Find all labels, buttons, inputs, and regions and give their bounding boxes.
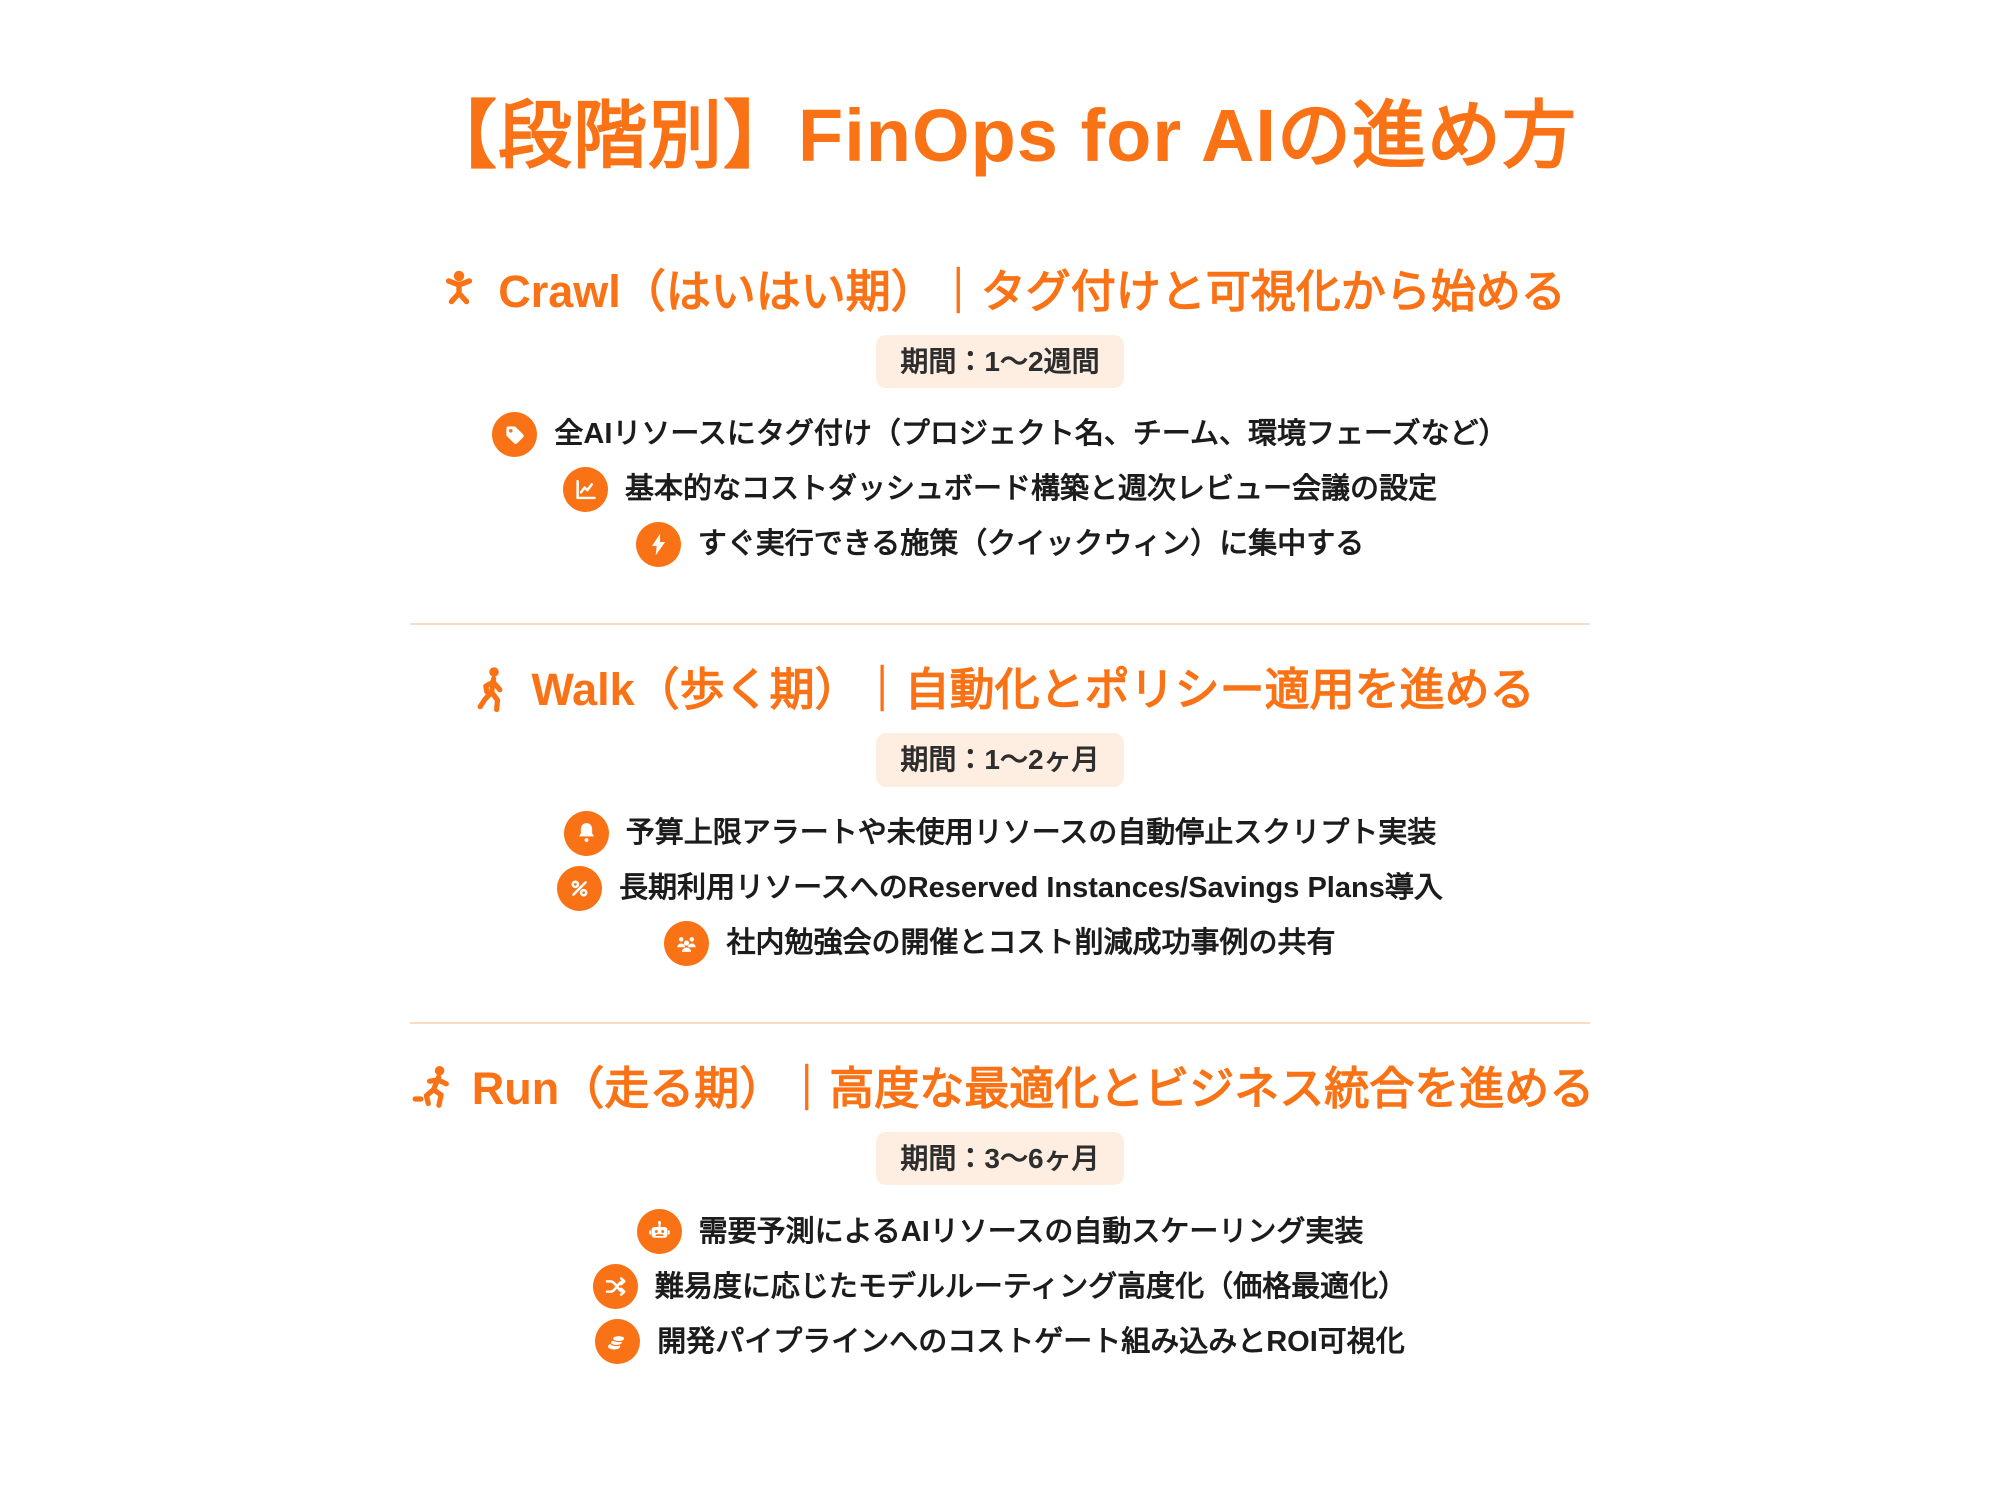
section-run: Run（走る期）｜高度な最適化とビジネス統合を進める 期間：3～6ヶ月 xyxy=(0,1062,2000,1365)
item-text: 開発パイプラインへのコストゲート組み込みとROI可視化 xyxy=(657,1325,1405,1358)
section-walk: Walk（歩く期）｜自動化とポリシー適用を進める 期間：1～2ヶ月 予算上限アラ… xyxy=(0,663,2000,966)
lightning-icon xyxy=(635,522,681,568)
period-badge-row: 期間：1～2ヶ月 xyxy=(0,717,2000,787)
walking-person-icon xyxy=(465,664,517,716)
list-item: 全AIリソースにタグ付け（プロジェクト名、チーム、環境フェーズなど） xyxy=(0,412,2000,458)
list-item: 基本的なコストダッシュボード構築と週次レビュー会議の設定 xyxy=(0,467,2000,513)
list-item: 需要予測によるAIリソースの自動スケーリング実装 xyxy=(0,1209,2000,1255)
percent-icon xyxy=(557,865,603,911)
list-item: 社内勉強会の開催とコスト削減成功事例の共有 xyxy=(0,920,2000,966)
tag-icon xyxy=(492,412,538,458)
section-divider xyxy=(410,623,1590,626)
list-item: 難易度に応じたモデルルーティング高度化（価格最適化） xyxy=(0,1264,2000,1310)
baby-icon xyxy=(434,267,484,317)
period-badge: 期間：1～2ヶ月 xyxy=(876,733,1124,787)
running-person-icon xyxy=(406,1063,458,1115)
period-badge: 期間：3～6ヶ月 xyxy=(876,1131,1124,1186)
section-run-heading: Run（走る期）｜高度な最適化とビジネス統合を進める xyxy=(0,1062,2000,1116)
bell-icon xyxy=(563,810,609,856)
list-item: 予算上限アラートや未使用リソースの自動停止スクリプト実装 xyxy=(0,810,2000,856)
coins-icon xyxy=(595,1319,641,1365)
item-text: 予算上限アラートや未使用リソースの自動停止スクリプト実装 xyxy=(625,817,1437,850)
item-text: 全AIリソースにタグ付け（プロジェクト名、チーム、環境フェーズなど） xyxy=(554,418,1508,451)
shuffle-icon xyxy=(592,1264,638,1310)
section-walk-heading: Walk（歩く期）｜自動化とポリシー適用を進める xyxy=(0,663,2000,717)
chart-icon xyxy=(562,467,608,513)
period-badge: 期間：1～2週間 xyxy=(876,334,1124,389)
item-text: 長期利用リソースへのReserved Instances/Savings Pla… xyxy=(619,872,1443,905)
page-title: 【段階別】FinOps for AIの進め方 xyxy=(423,94,1577,177)
section-walk-items: 予算上限アラートや未使用リソースの自動停止スクリプト実装 長期利用リソースへのR… xyxy=(0,810,2000,966)
robot-icon xyxy=(636,1209,682,1255)
section-heading-label: Crawl（はいはい期）｜タグ付けと可視化から始める xyxy=(498,265,1566,317)
list-item: 開発パイプラインへのコストゲート組み込みとROI可視化 xyxy=(0,1319,2000,1365)
section-crawl-heading: Crawl（はいはい期）｜タグ付けと可視化から始める xyxy=(0,265,2000,319)
section-run-items: 需要予測によるAIリソースの自動スケーリング実装 難易度に応じたモデルルーティン… xyxy=(0,1209,2000,1365)
item-text: 社内勉強会の開催とコスト削減成功事例の共有 xyxy=(726,927,1336,960)
period-badge-row: 期間：1～2週間 xyxy=(0,319,2000,389)
people-icon xyxy=(664,920,710,966)
section-crawl: Crawl（はいはい期）｜タグ付けと可視化から始める 期間：1～2週間 全AIリ… xyxy=(0,265,2000,568)
list-item: すぐ実行できる施策（クイックウィン）に集中する xyxy=(0,522,2000,568)
item-text: 難易度に応じたモデルルーティング高度化（価格最適化） xyxy=(654,1270,1408,1303)
section-heading-label: Run（走る期）｜高度な最適化とビジネス統合を進める xyxy=(471,1062,1595,1114)
item-text: 基本的なコストダッシュボード構築と週次レビュー会議の設定 xyxy=(624,473,1437,506)
section-divider xyxy=(410,1021,1590,1024)
section-heading-label: Walk（歩く期）｜自動化とポリシー適用を進める xyxy=(531,664,1535,716)
item-text: すぐ実行できる施策（クイックウィン）に集中する xyxy=(697,528,1365,561)
list-item: 長期利用リソースへのReserved Instances/Savings Pla… xyxy=(0,865,2000,911)
period-badge-row: 期間：3～6ヶ月 xyxy=(0,1116,2000,1186)
section-crawl-items: 全AIリソースにタグ付け（プロジェクト名、チーム、環境フェーズなど） 基本的なコ… xyxy=(0,412,2000,568)
item-text: 需要予測によるAIリソースの自動スケーリング実装 xyxy=(698,1215,1364,1248)
